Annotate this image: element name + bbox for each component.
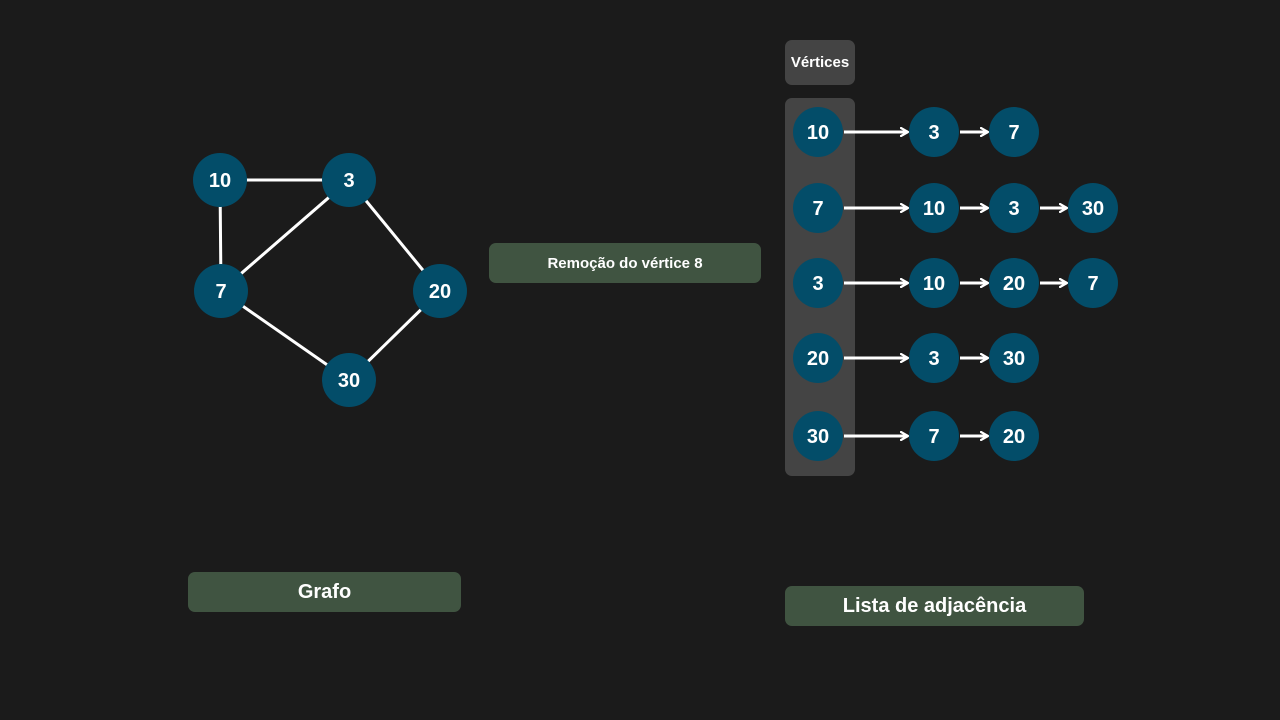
adj-neighbor-3-20-label: 20	[1003, 273, 1025, 295]
graph-node-20-label: 20	[429, 281, 451, 303]
adj-neighbor-10-3-circle	[909, 107, 959, 157]
adj-neighbor-20-30-label: 30	[1003, 348, 1025, 370]
adj-vertex-7-label: 7	[812, 198, 823, 220]
operation-label: Remoção do vértice 8	[489, 243, 761, 283]
adj-neighbor-10-7-circle	[989, 107, 1039, 157]
adj-neighbor-20-30-circle	[989, 333, 1039, 383]
adj-neighbor-20-30: 30	[989, 333, 1039, 383]
adj-neighbor-10-3: 3	[909, 107, 959, 157]
adj-vertex-30-label: 30	[807, 426, 829, 448]
adj-neighbor-30-20-label: 20	[1003, 426, 1025, 448]
graph-node-7: 7	[194, 264, 248, 318]
adj-vertex-10-label: 10	[807, 122, 829, 144]
graph-node-3-label: 3	[343, 170, 354, 192]
adj-vertex-20-circle	[793, 333, 843, 383]
graph-caption: Grafo	[188, 572, 461, 612]
adj-neighbor-20-3: 3	[909, 333, 959, 383]
graph-node-10-circle	[193, 153, 247, 207]
graph-edge-3-7	[239, 196, 331, 275]
adj-neighbor-3-7-label: 7	[1087, 273, 1098, 295]
adj-neighbor-3-10-circle	[909, 258, 959, 308]
graph-node-10: 10	[193, 153, 247, 207]
adj-neighbor-7-10: 10	[909, 183, 959, 233]
adj-neighbor-10-3-label: 3	[928, 122, 939, 144]
adj-neighbor-7-3: 3	[989, 183, 1039, 233]
adj-neighbor-7-30: 30	[1068, 183, 1118, 233]
graph-edge-10-7	[218, 205, 223, 266]
adjacency-list-caption: Lista de adjacência	[785, 586, 1084, 626]
graph-node-30: 30	[322, 353, 376, 407]
graph-node-3-circle	[322, 153, 376, 207]
graph-node-30-circle	[322, 353, 376, 407]
adj-vertex-3-label: 3	[812, 273, 823, 295]
graph-node-7-label: 7	[215, 281, 226, 303]
adj-neighbor-7-10-label: 10	[923, 198, 945, 220]
adj-neighbor-10-7: 7	[989, 107, 1039, 157]
adj-vertex-7-circle	[793, 183, 843, 233]
graph-node-20-circle	[413, 264, 467, 318]
adj-vertex-3-circle	[793, 258, 843, 308]
adj-vertex-20: 20	[793, 333, 843, 383]
adj-vertex-10: 10	[793, 107, 843, 157]
graph-node-7-circle	[194, 264, 248, 318]
adj-neighbor-3-10-label: 10	[923, 273, 945, 295]
adj-neighbor-7-3-label: 3	[1008, 198, 1019, 220]
adj-neighbor-30-20-circle	[989, 411, 1039, 461]
adj-neighbor-3-20: 20	[989, 258, 1039, 308]
adj-vertex-3: 3	[793, 258, 843, 308]
adj-neighbor-20-3-circle	[909, 333, 959, 383]
adj-neighbor-3-20-circle	[989, 258, 1039, 308]
graph: 10 3 7 20 30	[193, 153, 467, 407]
adj-vertex-7: 7	[793, 183, 843, 233]
adj-neighbor-30-7-circle	[909, 411, 959, 461]
adj-neighbor-20-3-label: 3	[928, 348, 939, 370]
adj-neighbor-7-30-circle	[1068, 183, 1118, 233]
graph-node-10-label: 10	[209, 170, 231, 192]
graph-edge-3-20	[364, 199, 425, 272]
adj-neighbor-3-7: 7	[1068, 258, 1118, 308]
vertices-header: Vértices	[785, 40, 855, 85]
adj-neighbor-10-7-label: 7	[1008, 122, 1019, 144]
graph-node-20: 20	[413, 264, 467, 318]
adj-neighbor-30-7: 7	[909, 411, 959, 461]
adj-vertex-30: 30	[793, 411, 843, 461]
adj-neighbor-7-30-label: 30	[1082, 198, 1104, 220]
adj-vertex-30-circle	[793, 411, 843, 461]
adj-neighbor-7-10-circle	[909, 183, 959, 233]
graph-edge-20-30	[366, 308, 423, 363]
adjacency-list: 10 3 7 7 10 3 30 3 10 20 7 20 3 30 30 7 20	[793, 107, 1118, 461]
graph-node-3: 3	[322, 153, 376, 207]
adj-neighbor-7-3-circle	[989, 183, 1039, 233]
adj-neighbor-30-20: 20	[989, 411, 1039, 461]
graph-node-30-label: 30	[338, 370, 360, 392]
adj-neighbor-30-7-label: 7	[928, 426, 939, 448]
graph-edge-7-30	[241, 304, 329, 367]
adj-neighbor-3-10: 10	[909, 258, 959, 308]
adj-vertex-10-circle	[793, 107, 843, 157]
adj-neighbor-3-7-circle	[1068, 258, 1118, 308]
adj-vertex-20-label: 20	[807, 348, 829, 370]
